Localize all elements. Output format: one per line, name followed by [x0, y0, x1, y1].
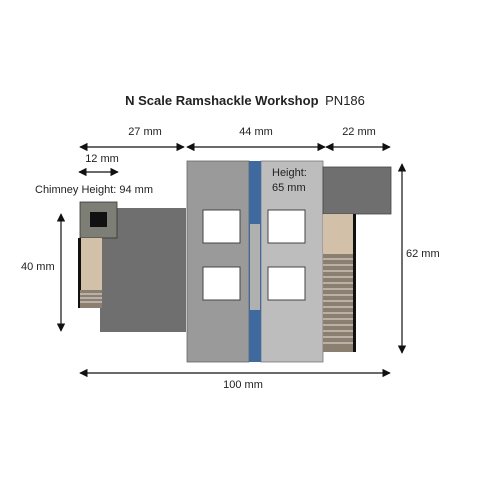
chimney-width-label: 12 mm — [85, 153, 119, 165]
right-wall-edge — [353, 214, 356, 352]
right-plank-wall — [323, 254, 353, 352]
center-right-panel — [260, 160, 324, 363]
center-left-panel — [186, 160, 250, 363]
left-height-label: 40 mm — [21, 261, 55, 273]
center-width-label: 44 mm — [239, 126, 273, 138]
chimney-stack — [80, 238, 102, 290]
window-3 — [202, 266, 241, 301]
title-name: N Scale Ramshackle Workshop — [125, 93, 318, 108]
right-tan-wall — [323, 214, 353, 254]
window-1 — [202, 209, 241, 244]
title-code: PN186 — [325, 93, 365, 108]
right-width-label: 22 mm — [342, 126, 376, 138]
chimney-edge — [78, 238, 81, 308]
total-width-label: 100 mm — [223, 379, 263, 391]
window-4 — [267, 266, 306, 301]
chimney-base-planks — [80, 290, 102, 308]
chimney-flue — [90, 212, 107, 227]
diagram-title: N Scale Ramshackle Workshop PN186 — [125, 93, 365, 108]
drainpipe-mid-panel — [250, 224, 260, 310]
right-height-label: 62 mm — [406, 248, 440, 260]
chimney-height-label: Chimney Height: 94 mm — [35, 184, 153, 196]
center-height-label-2: 65 mm — [272, 182, 306, 194]
center-height-label-1: Height: — [272, 167, 307, 179]
right-roof-block — [322, 166, 392, 215]
left-width-label: 27 mm — [128, 126, 162, 138]
window-2 — [267, 209, 306, 244]
